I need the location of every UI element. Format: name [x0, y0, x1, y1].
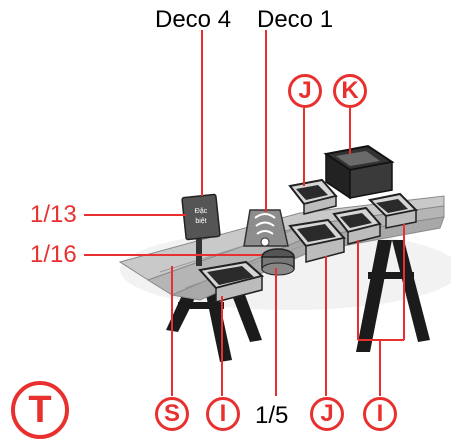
scale-object: [243, 209, 289, 247]
badge-j-top: J: [288, 74, 322, 108]
callout-lines: [84, 30, 405, 396]
badge-i-right: I: [363, 397, 397, 431]
small-bowl: [261, 248, 295, 276]
tray-right-1: [332, 206, 382, 245]
tray-front-left: [198, 260, 265, 303]
sawhorse-right: [356, 240, 430, 352]
fraction-1-16-label: 1/16: [30, 241, 77, 268]
fraction-1-5-label: 1/5: [255, 402, 289, 429]
badge-j-bottom: J: [310, 397, 344, 431]
crate-k: [323, 144, 395, 200]
tray-mid-j: [288, 218, 346, 263]
sign-line-2: biệt: [195, 218, 206, 225]
tray-back-j: [288, 178, 338, 215]
badge-s: S: [155, 397, 189, 431]
badge-i-left: I: [206, 397, 240, 431]
fraction-1-13-label: 1/13: [30, 201, 77, 228]
badge-t: T: [11, 381, 69, 439]
sign-line-1: Đặc: [195, 208, 208, 215]
deco1-label: Deco 1: [257, 6, 334, 33]
deco4-label: Deco 4: [155, 6, 232, 33]
sign-object: Đặc biệt: [181, 193, 221, 266]
tray-right-2: [367, 192, 419, 229]
badge-k-top: K: [333, 74, 367, 108]
